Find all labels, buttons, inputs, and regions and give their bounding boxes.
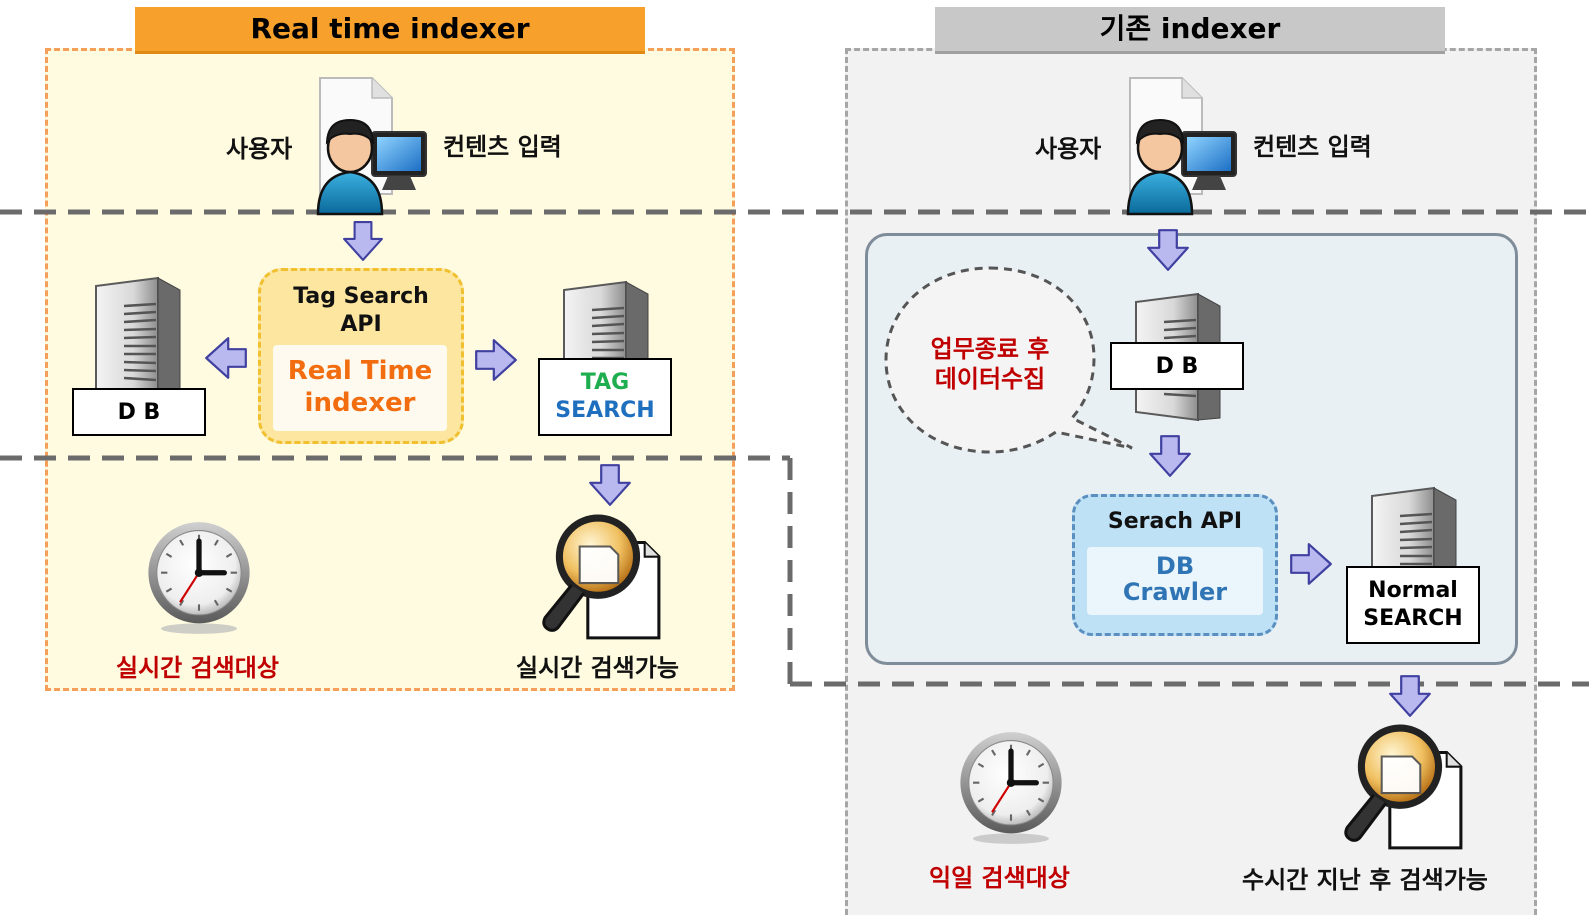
search-api-box: Serach API DB Crawler [1072,494,1278,636]
speech-bubble-shape [884,266,1133,454]
left-clock-label: 실시간 검색대상 [116,654,279,682]
left-input-label: 컨텐츠 입력 [443,133,562,161]
right-clock-label: 익일 검색대상 [929,864,1070,892]
realtime-header: Real time indexer [135,7,645,54]
block-arrow-icon [472,338,520,382]
search-label: SEARCH [555,398,655,423]
db-crawler-inner: DB Crawler [1087,547,1263,615]
tag-search-api-title: Tag Search API [293,284,429,337]
bubble-label: 업무종료 후 데이터수집 [930,335,1050,393]
search-api-title: Serach API [1107,509,1243,534]
normal-search-label: Normal SEARCH [1363,578,1463,631]
block-arrow-icon [202,336,250,380]
realtime-indexer-inner: Real Time indexer [273,345,447,431]
block-arrow-icon [1146,226,1190,274]
user-computer-icon [1110,76,1250,216]
db-crawler-label: DB Crawler [1122,552,1228,606]
left-user-label: 사용자 [226,135,293,163]
server-icon [88,276,188,406]
magnifier-document-icon [1340,722,1464,854]
right-input-label: 컨텐츠 입력 [1253,133,1372,161]
right-search-label: 수시간 지난 후 검색가능 [1242,866,1488,894]
clock-icon [146,520,252,636]
left-db-box: D B [72,388,206,436]
left-db-label: D B [117,399,161,425]
tag-search-box: TAG SEARCH [538,358,672,436]
legacy-header: 기존 indexer [935,7,1445,54]
clock-icon [958,730,1064,846]
right-user-label: 사용자 [1035,135,1102,163]
realtime-indexer-label: Real Time indexer [287,356,433,418]
block-arrow-icon [588,462,632,508]
block-arrow-icon [1388,672,1432,720]
normal-search-box: Normal SEARCH [1346,566,1480,644]
magnifier-document-icon [538,512,662,644]
right-db-label: D B [1155,353,1199,379]
user-computer-icon [300,76,440,216]
block-arrow-icon [342,218,384,264]
block-arrow-icon [1286,542,1336,586]
left-search-label: 실시간 검색가능 [516,654,679,682]
tag-label: TAG [580,370,630,395]
right-db-box: D B [1110,342,1244,390]
block-arrow-icon [1148,432,1192,480]
tag-search-api-box: Tag Search API Real Time indexer [258,268,464,444]
